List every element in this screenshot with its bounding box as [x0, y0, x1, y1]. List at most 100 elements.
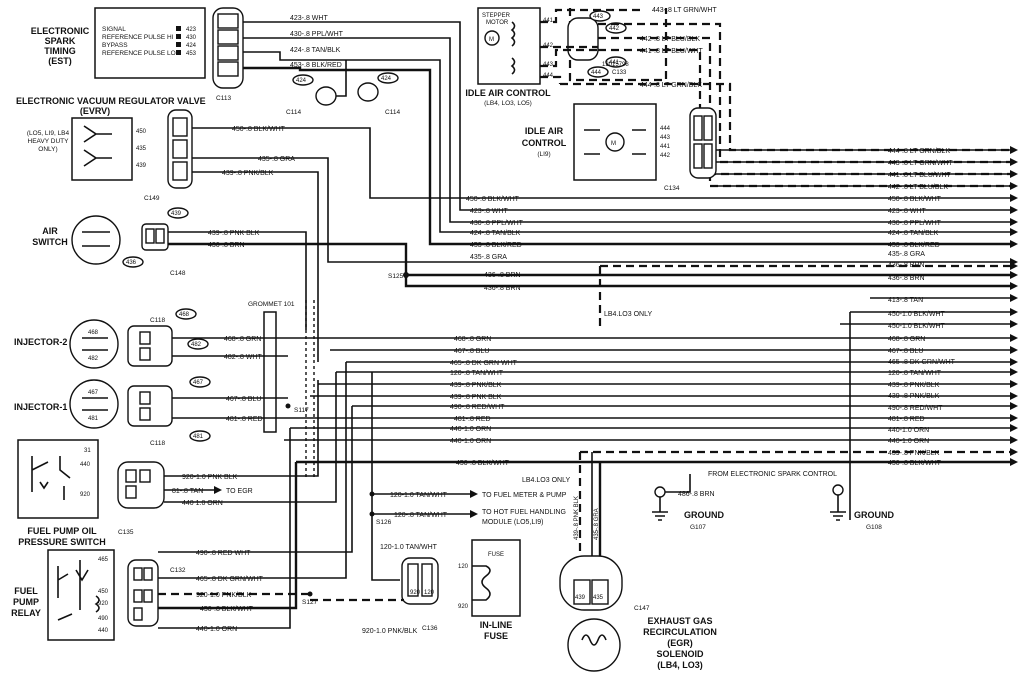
egr-wire-439: 439-.8 PNK BLK — [574, 496, 580, 540]
iac-pin-3: 442 — [660, 153, 671, 159]
mid-465: 465-.8 DK GRN WHT — [450, 360, 518, 367]
egr-pin-1: 435 — [593, 595, 604, 601]
relay-label-3: RELAY — [11, 608, 41, 618]
relay-wire-465: 465-.8 DK GRN/WHT — [196, 576, 264, 583]
svg-text:467: 467 — [88, 390, 99, 396]
ground108-label: GROUND — [854, 510, 894, 520]
fuse-label-2: FUSE — [484, 631, 508, 641]
ground-section: FROM ELECTRONIC SPARK CONTROL 486-.8 BRN… — [652, 471, 894, 531]
svg-text:435: 435 — [136, 146, 147, 152]
c134-label: C134 — [664, 185, 680, 192]
air-switch-section: AIR SWITCH 439 436 C148 439-.8 PNK BLK 4… — [32, 207, 1010, 330]
trunk-wire-12: 413-.8 TAN — [888, 297, 923, 304]
inj-wire-467: 467-.8 BLU — [226, 396, 261, 403]
est-signal-2: BYPASS — [102, 42, 128, 49]
mid-labels: 450-.8 BLK/WHT 423-.8 WHT 430-.8 PPL/WHT… — [466, 196, 524, 292]
mid-468: 468-.8 GRN — [454, 336, 491, 343]
c133-pin-1: 442 — [609, 26, 620, 32]
mid-435: 435-.8 GRA — [470, 254, 507, 261]
wire-439-air: 439-.8 PNK BLK — [208, 230, 260, 237]
mid-439b: 439-.8 PNK BLK — [450, 394, 502, 401]
svg-text:439: 439 — [136, 163, 147, 169]
est-label-2: SPARK — [45, 36, 76, 46]
c114-label-a: C114 — [286, 109, 301, 116]
air-switch-label-2: SWITCH — [32, 237, 68, 247]
inj-wire-468: 468-.8 GRN — [224, 336, 261, 343]
evrv-note-3: ONLY) — [38, 146, 57, 153]
c133-label: C133 — [612, 70, 627, 76]
trunk-wire-3: 442-.8 LT BLU/BLK — [888, 184, 948, 191]
grommet-label: GROMMET 101 — [248, 301, 295, 308]
fuse-box-label: FUSE — [488, 552, 504, 558]
trunk-wire-23: 440-1.0 ORN — [888, 427, 929, 434]
est-label-1: ELECTRONIC — [31, 26, 90, 36]
grommet-section: GROMMET 101 S117 — [248, 300, 315, 480]
trunk-wire-2: 441-.8 LT BLU/WHT — [888, 172, 951, 179]
lb4-note-1: LB4.LO3 ONLY — [604, 311, 652, 318]
iac-lb4-label-1: IDLE AIR CONTROL — [465, 88, 551, 98]
inj-wire-481: 481-.8 RED — [226, 416, 263, 423]
trunk-wire-7: 424-.8 TAN/BLK — [888, 230, 939, 237]
trunk-wire-14: 450-1.0 BLK/WHT — [888, 323, 946, 330]
svg-text:481: 481 — [193, 434, 204, 440]
c114-connectors: 424 C114 424 C114 — [286, 60, 400, 116]
iac-pin-2: 441 — [660, 144, 671, 150]
relay-pin-2: 920 — [98, 601, 109, 607]
mid-450: 450-.8 BLK/WHT — [466, 196, 520, 203]
wire-453-top: 453-.8 BLK/RED — [290, 62, 342, 69]
est-pin-3: 453 — [186, 51, 197, 57]
c113-connector: C113 — [212, 7, 244, 102]
c133-pin-0: 443 — [593, 14, 604, 20]
fuse-pin-1: 920 — [458, 604, 469, 610]
wire-435-evrv: 435-.8 GRA — [258, 156, 295, 163]
svg-text:M: M — [611, 141, 616, 147]
c118-label-a: C118 — [150, 317, 165, 324]
relay-box — [47, 549, 115, 641]
trunk-wire-22: 481-.8 RED — [888, 416, 925, 423]
egr-wire-435: 435-.8 GRA — [594, 508, 600, 540]
relay-label-1: FUEL — [14, 586, 38, 596]
oil-label-1: FUEL PUMP OIL — [27, 526, 97, 536]
to-hot-fuel-1: TO HOT FUEL HANDLING — [482, 509, 566, 516]
stepper-label-1: STEPPER — [482, 13, 511, 19]
injector2-section: INJECTOR-2 468 482 C118 468 482 468-.8 G… — [14, 308, 340, 369]
relay-pin-1: 450 — [98, 589, 109, 595]
est-section: ELECTRONIC SPARK TIMING (EST) SIGNAL REF… — [31, 7, 206, 79]
trunk-wire-16: 467-.8 BLU — [888, 348, 923, 355]
oil-wire-920: 920-1.0 PNK BLK — [182, 474, 238, 481]
iac-li9-section: IDLE AIR CONTROL (LI9) M 444 443 441 442… — [522, 103, 717, 192]
c133-pin-2: 441 — [609, 60, 620, 66]
air-switch-label-1: AIR — [42, 226, 58, 236]
wire-442-iac: 442-.8 LT BLU/BLK — [640, 36, 700, 43]
relay-wire-920: 920-1.0 PNK/BLK — [196, 592, 252, 599]
trunk-wire-5: 423-.8 WHT — [888, 208, 926, 215]
fuse-pin-0: 120 — [458, 564, 469, 570]
svg-text:467: 467 — [193, 380, 204, 386]
evrv-label-2: (EVRV) — [80, 106, 110, 116]
trunk-wire-24: 440-1.0 ORN — [888, 438, 929, 445]
svg-text:439: 439 — [171, 211, 182, 217]
est-pin-2: 424 — [186, 43, 197, 49]
oil-wire-440: 440 1.0 ORN — [182, 500, 223, 507]
fuse-wire-1: 120-1.0 TAN/WHT — [380, 544, 438, 551]
trunk-wire-26: 450-.8 BLK/WHT — [888, 460, 942, 467]
trunk-wire-9: 435-.8 GRA — [888, 251, 925, 258]
c133-partno: 12015798 — [602, 62, 629, 68]
trunk-wire-25: 439-.8 PNK/BLK — [888, 450, 940, 457]
wire-444-iac: 444-.8 LT GRN/BLK — [640, 82, 702, 89]
trunk-wire-15: 468-.8 GRN — [888, 336, 925, 343]
est-wires: 423-.8 WHT 430-.8 PPL/WHT 424-.8 TAN/BLK… — [243, 15, 1010, 246]
mid-436a: 436-.8 BRN — [484, 272, 521, 279]
mid-423: 423-.8 WHT — [470, 208, 508, 215]
fuse-box — [471, 539, 521, 617]
s126-label: S126 — [376, 519, 392, 526]
trunk-wire-8: 453-.8 BLK/RED — [888, 242, 940, 249]
wire-436-air: 436-.8 BRN — [208, 242, 245, 249]
iac-pin-0: 444 — [660, 126, 671, 132]
iac-li9-label-1: IDLE AIR — [525, 126, 564, 136]
c136-label: C136 — [422, 625, 438, 632]
est-module-box — [94, 7, 206, 79]
to-egr-note: TO EGR — [226, 488, 253, 495]
mid-436b: 436-.8 BRN — [484, 285, 521, 292]
mid-120: 120-.8 TAN/WHT — [450, 370, 504, 377]
